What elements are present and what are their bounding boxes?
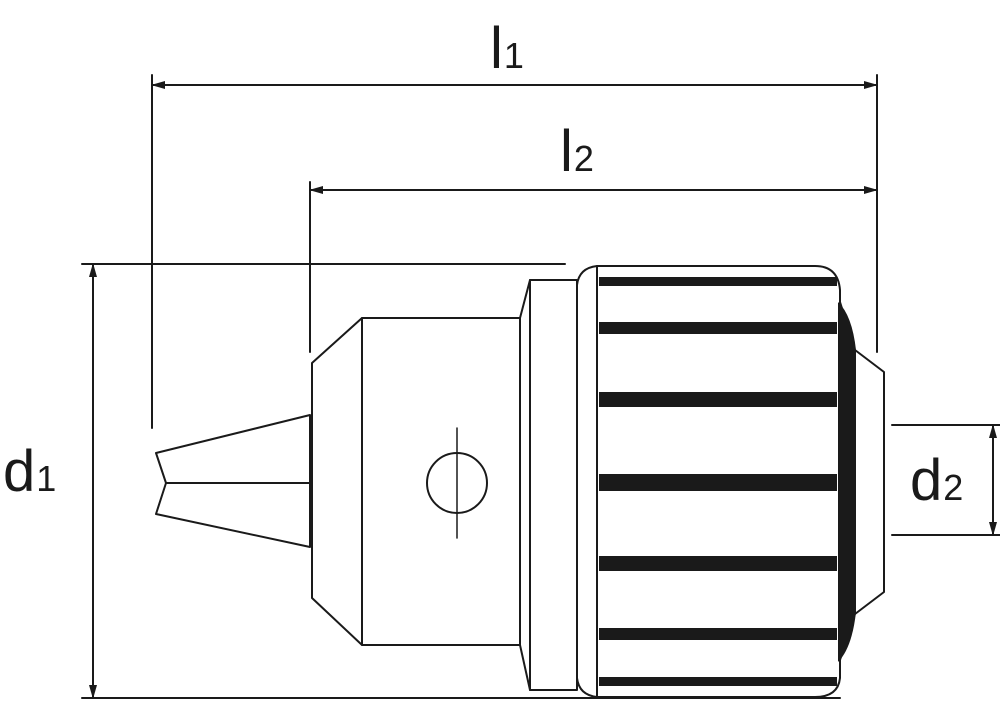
label-d2: d2	[910, 452, 963, 510]
knurl-groove	[599, 474, 837, 491]
label-l1-subscript: 1	[503, 35, 524, 76]
knurl-groove	[599, 392, 837, 407]
label-l1-letter: l	[490, 16, 503, 81]
label-d2-letter: d	[910, 448, 943, 513]
label-d1: d1	[3, 443, 56, 501]
knurl-groove	[599, 277, 837, 286]
label-d1-letter: d	[3, 439, 36, 504]
label-l2-letter: l	[560, 119, 573, 184]
label-l2-subscript: 2	[573, 138, 594, 179]
knurl-groove	[599, 628, 837, 640]
knurl-groove	[599, 556, 837, 571]
knurl-groove	[599, 322, 837, 334]
sleeve-ring	[576, 265, 598, 698]
label-l1: l1	[490, 20, 524, 78]
nose-shadow-band	[838, 302, 856, 662]
chuck-collar	[519, 279, 578, 691]
label-d2-subscript: 2	[943, 467, 964, 508]
label-d1-subscript: 1	[36, 458, 57, 499]
knurl-groove	[599, 677, 837, 686]
taper-shank	[155, 414, 311, 548]
chuck-body	[311, 317, 521, 646]
label-l2: l2	[560, 123, 594, 181]
